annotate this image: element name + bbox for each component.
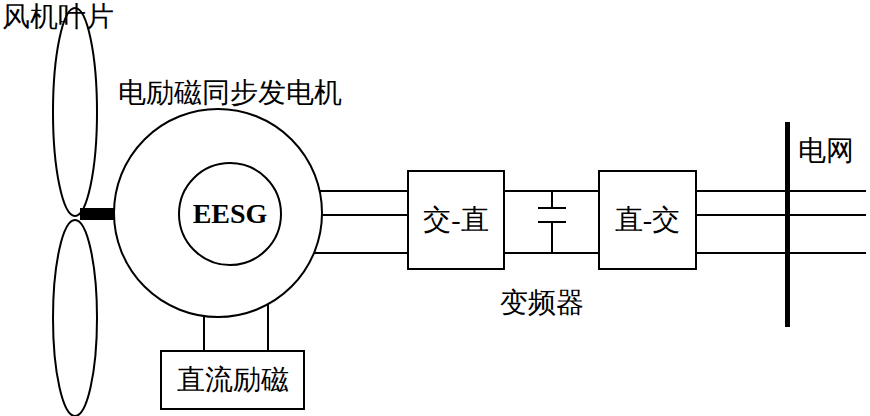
wire-connector — [697, 191, 785, 253]
excitation-box: 直流励磁 — [160, 350, 305, 410]
inverter-box: 直-交 — [598, 170, 697, 270]
node-label: 直-交 — [615, 205, 680, 236]
node-label: 交-直 — [423, 205, 488, 236]
grid-line-extension — [790, 191, 866, 253]
wire-connector — [314, 191, 407, 253]
dc-link-capacitor — [538, 191, 566, 253]
wire-connector — [505, 191, 598, 253]
turbine-blade — [53, 220, 97, 416]
converter-label: 变频器 — [500, 288, 584, 319]
node-label: 直流励磁 — [177, 365, 289, 396]
generator-rotor: EESG — [178, 162, 282, 266]
turbine-blade — [53, 8, 97, 216]
node-heading: 电网 — [798, 136, 854, 167]
rectifier-box: 交-直 — [407, 170, 505, 270]
blade-label: 风机叶片 — [2, 2, 114, 33]
generator-stator: 电励磁同步发电机EESG — [113, 108, 323, 318]
grid-bus: 电网 — [785, 122, 790, 327]
node-label: EESG — [193, 199, 268, 230]
node-heading: 电励磁同步发电机 — [118, 78, 342, 109]
